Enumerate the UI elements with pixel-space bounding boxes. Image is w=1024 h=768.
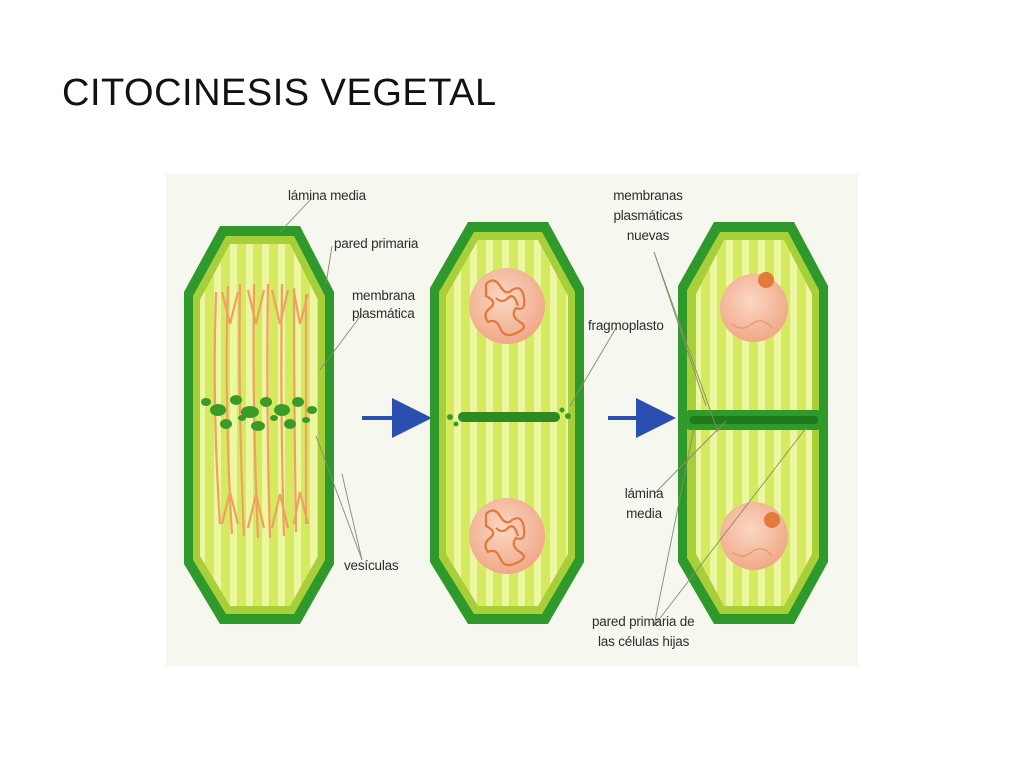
label-membrana-line2: plasmática xyxy=(352,306,415,321)
label-pared-hijas-line2: las células hijas xyxy=(598,634,690,649)
cell-daughter-cells xyxy=(678,222,828,624)
cytokinesis-diagram: lámina media pared primaria membrana pla… xyxy=(166,174,858,666)
label-lamina-line1: lámina xyxy=(625,486,664,501)
daughter-nucleus-top xyxy=(720,274,788,342)
chromatin xyxy=(484,279,526,567)
label-membrana-line1: membrana xyxy=(352,288,416,303)
label-lamina-media: lámina media xyxy=(288,188,367,203)
cell-telophase xyxy=(430,222,584,624)
leader-lines xyxy=(279,197,807,627)
label-pared-primaria: pared primaria xyxy=(334,236,419,251)
nucleus-bottom xyxy=(469,498,545,574)
cell-anaphase xyxy=(184,226,334,624)
daughter-nucleus-bottom xyxy=(720,502,788,570)
nucleolus-bottom xyxy=(764,512,780,528)
label-membranas-line2: plasmáticas xyxy=(613,208,683,223)
label-fragmoplasto: fragmoplasto xyxy=(588,318,664,333)
label-membranas-line1: membranas xyxy=(613,188,683,203)
vesicles xyxy=(201,395,317,431)
label-membranas-line3: nuevas xyxy=(627,228,670,243)
vesicles-edge xyxy=(447,407,571,427)
label-pared-hijas-line1: pared primaria de xyxy=(592,614,694,629)
phragmoplast xyxy=(458,412,560,422)
label-vesiculas: vesículas xyxy=(344,558,399,573)
nucleus-top xyxy=(469,268,545,344)
nucleolus-top xyxy=(758,272,774,288)
slide-title: CITOCINESIS VEGETAL xyxy=(62,72,497,114)
label-lamina-line2: media xyxy=(626,506,662,521)
